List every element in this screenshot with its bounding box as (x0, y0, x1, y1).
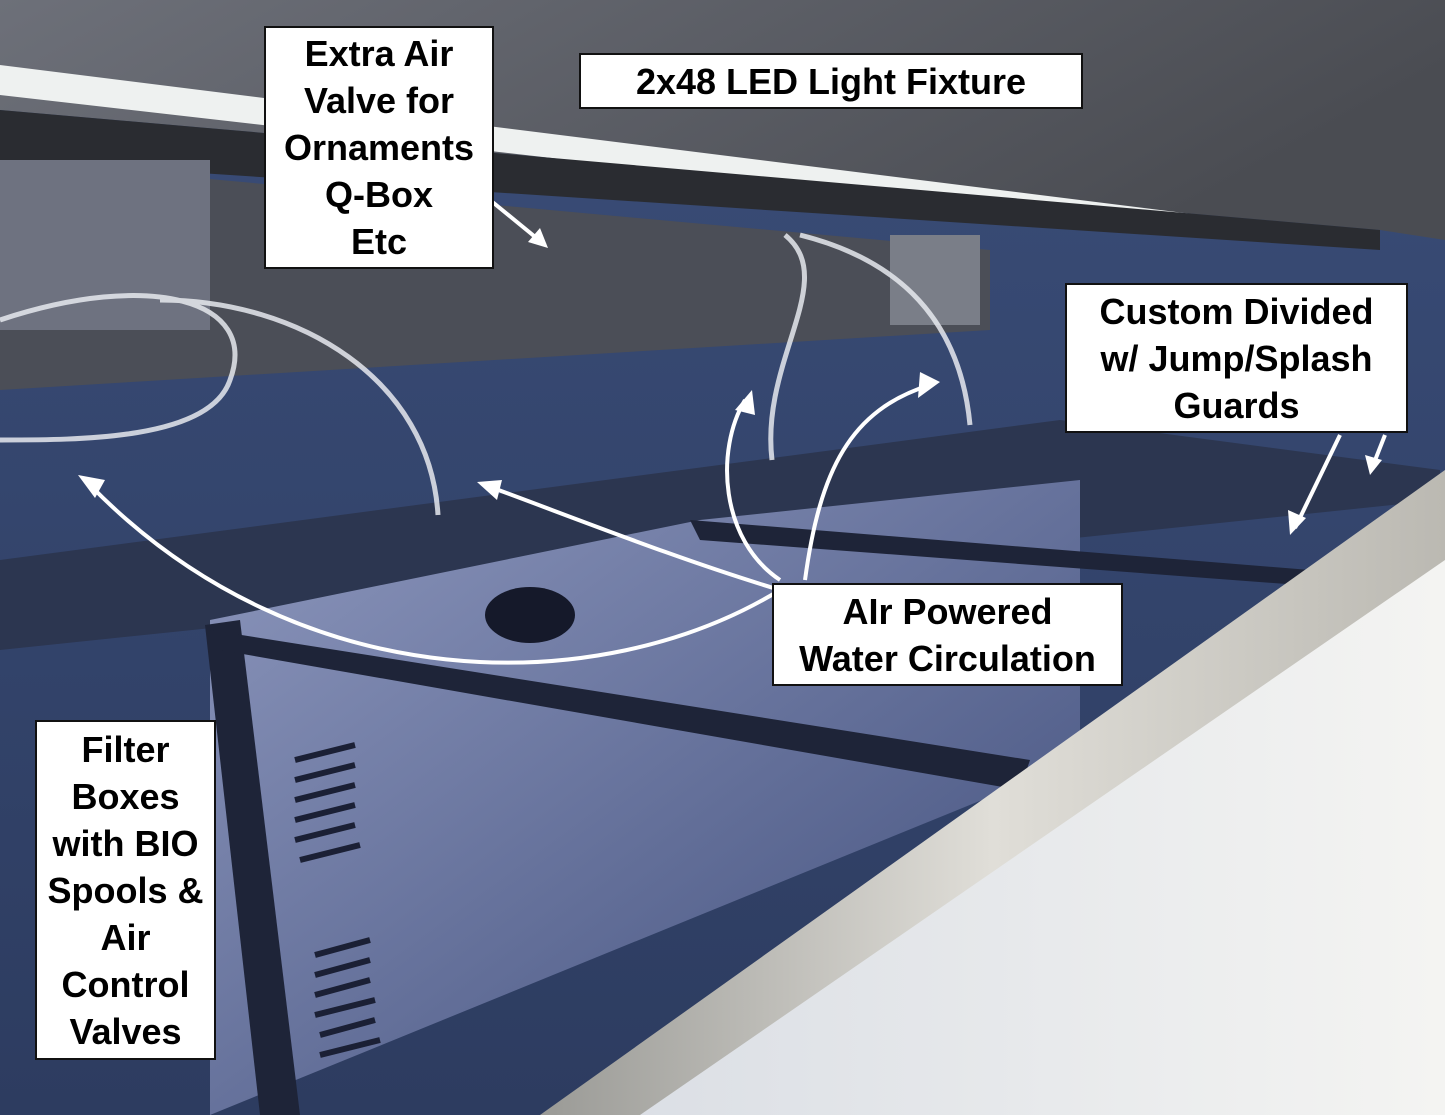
label-line: Boxes (71, 775, 180, 817)
label-line: with BIO (52, 822, 199, 864)
label-line: Filter (81, 728, 170, 770)
label-line: Q-Box (325, 174, 433, 215)
annotation-arrows (88, 198, 1387, 665)
label-line: Custom Divided (1099, 290, 1374, 332)
label-line: Water Circulation (799, 637, 1096, 679)
label-line: Guards (1173, 384, 1300, 426)
label-line: Etc (350, 221, 408, 262)
label-filter-boxes: Filter Boxes with BIO Spools & Air Contr… (35, 720, 216, 1060)
bracket (0, 160, 990, 390)
label-line: 2x48 LED Light Fixture (635, 60, 1027, 102)
label-line: Valves (69, 1010, 182, 1052)
label-led-fixture: 2x48 LED Light Fixture (579, 53, 1083, 109)
label-line: Extra Air (304, 33, 454, 74)
label-line: w/ Jump/Splash (1100, 337, 1373, 379)
label-line: AIr Powered (842, 590, 1053, 632)
label-extra-air-valve: Extra Air Valve for Ornaments Q-Box Etc (264, 26, 494, 269)
label-line: Ornaments (283, 127, 475, 168)
label-air-powered-circulation: AIr Powered Water Circulation (772, 583, 1123, 686)
label-line: Spools & (47, 869, 204, 911)
metal-rail (540, 470, 1445, 1115)
label-line: Air (100, 916, 151, 958)
label-custom-divided: Custom Divided w/ Jump/Splash Guards (1065, 283, 1408, 433)
label-line: Valve for (303, 80, 455, 121)
air-tubing (0, 232, 973, 516)
label-line: Control (61, 963, 190, 1005)
